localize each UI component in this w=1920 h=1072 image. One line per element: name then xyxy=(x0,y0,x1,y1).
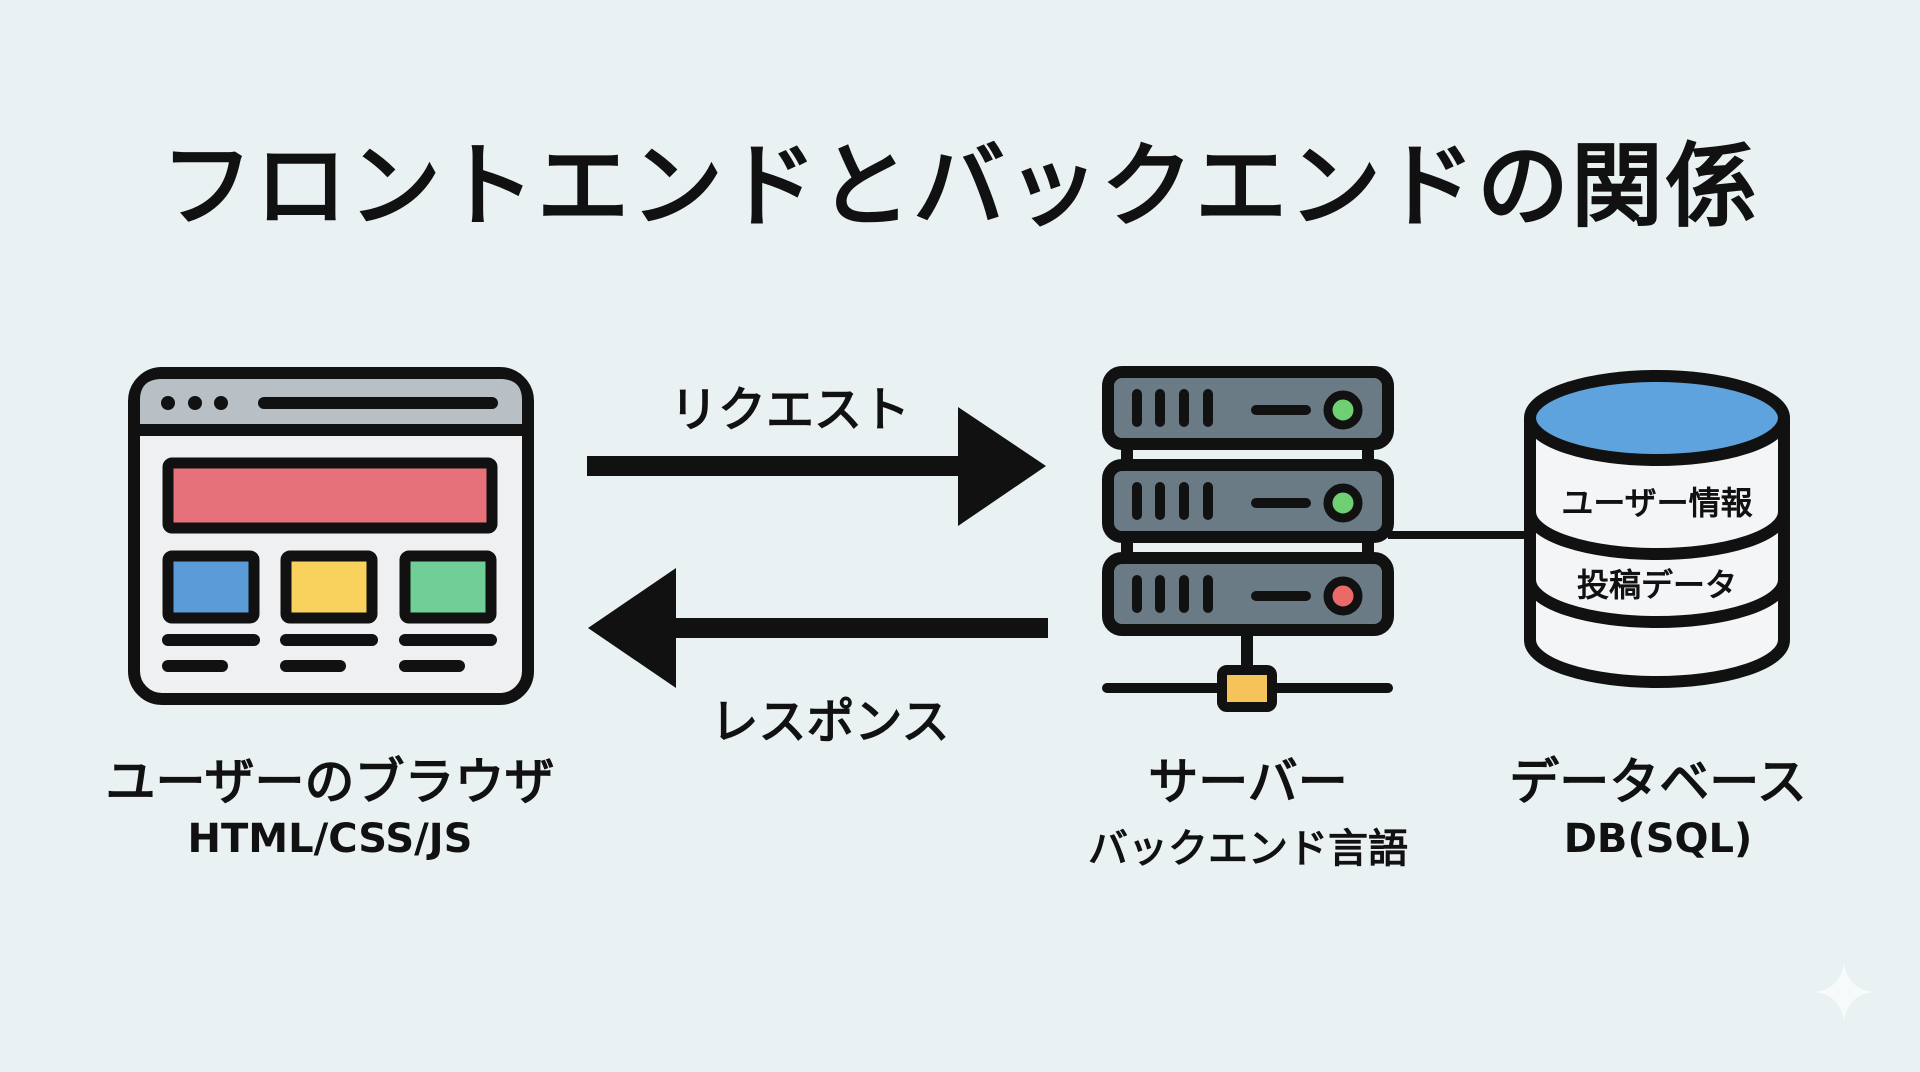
server-unit xyxy=(1102,459,1394,543)
browser-sublabel: HTML/CSS/JS xyxy=(187,816,473,862)
content-block-yellow xyxy=(280,550,378,624)
database-cylinder-icon xyxy=(1524,370,1790,688)
sparkle-icon xyxy=(1814,962,1874,1022)
database-sublabel: DB(SQL) xyxy=(1563,816,1753,862)
server-label: サーバー xyxy=(1148,753,1348,811)
browser-window-icon xyxy=(128,367,534,705)
request-arrow xyxy=(587,407,1046,526)
window-dot-icon xyxy=(161,396,175,410)
server-rack-icon xyxy=(1102,366,1394,712)
server-unit xyxy=(1102,552,1394,636)
status-led-red xyxy=(1323,576,1363,616)
server-unit xyxy=(1102,366,1394,450)
window-dot-icon xyxy=(188,396,202,410)
response-arrow xyxy=(588,568,1048,688)
request-label: リクエスト xyxy=(669,382,910,438)
browser-label: ユーザーのブラウザ xyxy=(105,753,555,811)
db-section-posts: 投稿データ xyxy=(1576,566,1737,604)
network-connector xyxy=(1217,665,1277,712)
database-top xyxy=(1524,370,1790,466)
diagram-title: フロントエンドとバックエンドの関係 xyxy=(160,133,1759,240)
server-sublabel: バックエンド言語 xyxy=(1088,826,1408,872)
content-block-blue xyxy=(162,550,260,624)
response-label: レスポンス xyxy=(710,694,950,750)
window-dot-icon xyxy=(214,396,228,410)
status-led-green xyxy=(1323,483,1363,523)
database-label: データベース xyxy=(1509,753,1807,811)
page-header-block xyxy=(162,457,498,534)
content-block-green xyxy=(399,550,497,624)
status-led-green xyxy=(1323,390,1363,430)
db-section-users: ユーザー情報 xyxy=(1561,484,1753,522)
